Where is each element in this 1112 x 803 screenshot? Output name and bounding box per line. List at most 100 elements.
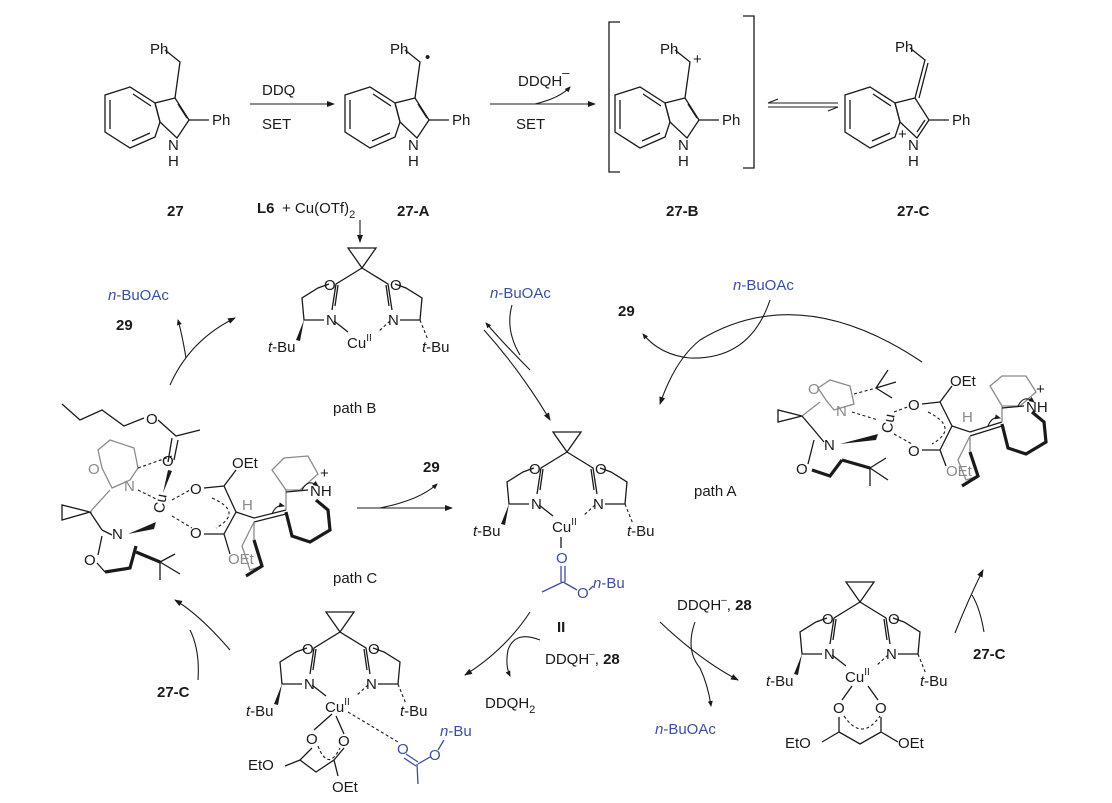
n-label: N (908, 137, 919, 154)
path-b-label: path B (333, 400, 376, 417)
nitrogen-label: N (886, 646, 897, 663)
tbu-label: t-Bu (627, 523, 655, 540)
copper-triflate-label: + Cu(OTf)2 (282, 200, 355, 221)
ethoxy-label: OEt (232, 455, 259, 472)
reagent-in-arrow (971, 594, 985, 633)
ethoxy-label: OEt (332, 779, 359, 796)
oxygen-label: O (796, 461, 808, 478)
oxygen-label: O (190, 525, 202, 542)
transition-state-path-b: O O N Cu O N O O O OEt OEt H (61, 403, 332, 580)
h-label: H (408, 153, 419, 170)
ddqh-label: DDQH– (518, 65, 570, 90)
hydrogen-label: H (242, 497, 253, 514)
path-c-label: path C (333, 570, 377, 587)
oxygen-label: O (888, 611, 900, 628)
cycle-arrow (485, 322, 531, 371)
ethoxy-label: OEt (228, 551, 255, 568)
n-label: N (678, 137, 689, 154)
ethoxy-label: EtO (248, 757, 274, 774)
ethoxy-label: OEt (946, 463, 973, 480)
nitrogen-label: N (836, 403, 847, 420)
h-label: H (908, 153, 919, 170)
nitrogen-label: N (593, 496, 604, 513)
oxygen-label: O (833, 700, 845, 717)
reaction-arrow-ddqh-set: DDQH– SET (490, 65, 596, 133)
compound-27-b: + Ph Ph N H 27-B (614, 41, 740, 220)
n-butyl-label: n-Bu (593, 575, 625, 592)
byproduct-arrow (642, 299, 771, 359)
byproduct-arrow (505, 636, 541, 677)
copper-label: CuII (325, 697, 350, 716)
nitrogen-label: N (824, 646, 835, 663)
tbu-label: t-Bu (473, 523, 501, 540)
oxygen-label: O (822, 611, 834, 628)
iminium-nh-label: NH (1026, 399, 1048, 416)
radical-dot: • (425, 49, 430, 66)
n-butyl-acetate-label: n-BuOAc (108, 287, 169, 304)
nitrogen-label: N (326, 312, 337, 329)
oxygen-label: O (875, 700, 887, 717)
ph-label: Ph (722, 112, 740, 129)
oxygen-label: O (908, 443, 920, 460)
n-butyl-acetate-label: n-BuOAc (490, 285, 551, 302)
ligand-l6-label: L6 (257, 200, 275, 217)
copper-label: CuII (552, 517, 577, 536)
compound-label-27-c: 27-C (897, 203, 930, 220)
ethoxy-label: EtO (785, 735, 811, 752)
byproduct-arrow (379, 483, 438, 509)
set-label: SET (262, 116, 291, 133)
ethoxy-label: OEt (950, 373, 977, 390)
path-a-label: path A (694, 483, 737, 500)
compound-27: Ph Ph N H 27 (104, 41, 230, 220)
ethoxy-label: OEt (898, 735, 925, 752)
oxygen-label: O (529, 461, 541, 478)
oxygen-label: O (595, 461, 607, 478)
nitrogen-label: N (304, 676, 315, 693)
tbu-label: t-Bu (246, 703, 274, 720)
compound-label-27-a: 27-A (397, 203, 430, 220)
ph-label: Ph (390, 41, 408, 58)
oxygen-label: O (368, 641, 380, 658)
oxygen-label: O (302, 641, 314, 658)
ddqh2-label: DDQH2 (485, 695, 535, 716)
cycle-arrow (483, 329, 551, 421)
ph-label: Ph (660, 41, 678, 58)
equilibrium-arrow (767, 98, 839, 112)
cycle-arrow (954, 569, 984, 634)
ph-label: Ph (150, 41, 168, 58)
tbu-label: t-Bu (920, 673, 948, 690)
oxygen-label: O (390, 277, 402, 294)
transition-state-path-a: O N Cu N O O O OEt OEt H NH + (777, 369, 1048, 488)
cycle-arrow (659, 621, 739, 681)
compound-27-a: • Ph Ph N H 27-A (344, 41, 470, 220)
tbu-label: t-Bu (400, 703, 428, 720)
oxygen-label: O (190, 481, 202, 498)
n-butyl-acetate-label: n-BuOAc (655, 721, 716, 738)
n-label: N (168, 137, 179, 154)
n-label: N (408, 137, 419, 154)
ph-label: Ph (895, 39, 913, 56)
product-29-label: 29 (116, 317, 133, 334)
oxygen-label: O (146, 411, 158, 428)
tbu-label: t-Bu (422, 339, 450, 356)
reaction-arrow-ddq-set: DDQ SET (250, 82, 335, 133)
indolium-27c-label: 27-C (157, 684, 190, 701)
nitrogen-label: N (824, 437, 835, 454)
hydrogen-label: H (962, 409, 973, 426)
bracket-right (743, 15, 755, 169)
ester-oxygen: O (556, 550, 568, 567)
compound-label-27: 27 (167, 203, 184, 220)
h-label: H (678, 153, 689, 170)
oxygen-label: O (306, 731, 318, 748)
cu-box-complex-path-c: O O N N CuII t-Bu t-Bu O O EtO OEt O O n… (246, 611, 472, 796)
compound-27-c: Ph Ph + N H 27-C (844, 39, 970, 220)
byproduct-arrow (176, 319, 187, 359)
nitrogen-label: N (388, 312, 399, 329)
n-butyl-acetate-label: n-BuOAc (733, 277, 794, 294)
product-29-label: 29 (423, 459, 440, 476)
reagent-in-arrow (509, 304, 521, 356)
oxygen-label: O (84, 552, 96, 569)
copper-label: CuII (845, 667, 870, 686)
nitrogen-label: N (531, 496, 542, 513)
oxygen-label: O (324, 277, 336, 294)
